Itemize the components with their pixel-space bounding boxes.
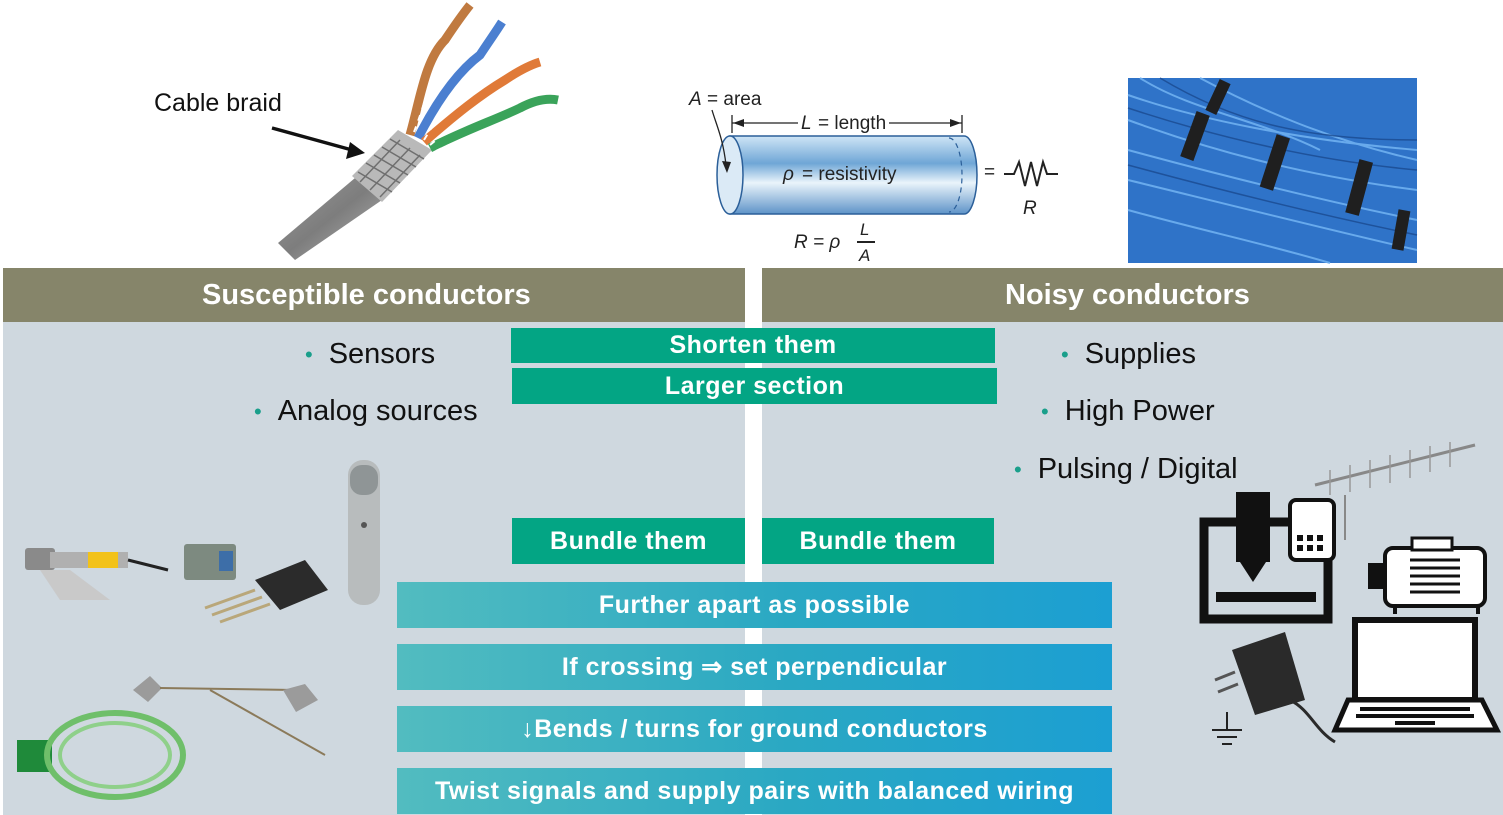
- shorten-them-box: Shorten them: [511, 328, 995, 363]
- cable-image: [278, 2, 559, 260]
- bundle-them-right-box: Bundle them: [762, 518, 994, 564]
- formula-numerator: L: [860, 220, 870, 239]
- rule-twist-pairs: Twist signals and supply pairs with bala…: [397, 768, 1112, 814]
- cable-braid-arrow: [271, 126, 365, 159]
- formula-lhs: R = ρ: [794, 232, 841, 253]
- formula-fraction-bar: [857, 241, 875, 243]
- bullet-high-power: • High Power: [1041, 395, 1215, 428]
- bundle-them-left-box: Bundle them: [512, 518, 745, 564]
- noisy-header: Noisy conductors: [762, 268, 1503, 322]
- bundled-cables-image: [1127, 77, 1418, 264]
- cable-braid-label: Cable braid: [154, 89, 282, 117]
- resistor-diagram: [711, 109, 1058, 215]
- bullet-icon: •: [305, 341, 313, 367]
- rule-ground-bends: ↓Bends / turns for ground conductors: [397, 706, 1112, 752]
- bullet-text: Sensors: [328, 338, 436, 370]
- length-label: = length: [815, 113, 890, 135]
- equals-sign: =: [984, 162, 996, 183]
- bullet-sensors: • Sensors: [305, 338, 435, 371]
- bullet-icon: •: [1041, 398, 1049, 424]
- larger-section-box: Larger section: [512, 368, 997, 404]
- bullet-text: High Power: [1064, 395, 1215, 427]
- bullet-pulsing-digital: • Pulsing / Digital: [1014, 453, 1238, 486]
- rule-crossing-perpendicular: If crossing ⇒ set perpendicular: [397, 644, 1112, 690]
- susceptible-header: Susceptible conductors: [3, 268, 745, 322]
- bullet-icon: •: [1014, 456, 1022, 482]
- length-symbol: L: [798, 113, 815, 135]
- area-label: = area: [707, 89, 762, 110]
- bullet-text: Supplies: [1084, 338, 1196, 370]
- resistor-r-label: R: [1023, 198, 1037, 219]
- top-illustrations: [271, 2, 1418, 264]
- bullet-text: Pulsing / Digital: [1037, 453, 1238, 485]
- bullet-icon: •: [254, 398, 262, 424]
- resistivity-label: = resistivity: [802, 164, 897, 185]
- bullet-supplies: • Supplies: [1061, 338, 1196, 371]
- rho-symbol: ρ: [783, 164, 794, 185]
- bullet-icon: •: [1061, 341, 1069, 367]
- bullet-text: Analog sources: [277, 395, 478, 427]
- rule-further-apart: Further apart as possible: [397, 582, 1112, 628]
- area-symbol: A: [689, 89, 702, 110]
- bullet-analog-sources: • Analog sources: [254, 395, 478, 428]
- formula-denominator: A: [859, 246, 871, 265]
